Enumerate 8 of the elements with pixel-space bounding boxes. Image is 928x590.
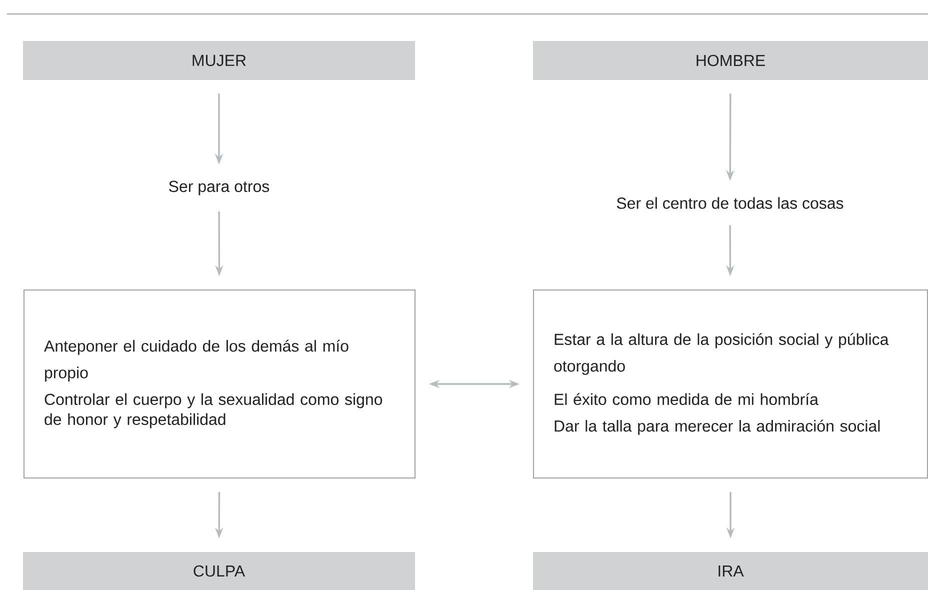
flow-text: Ser para otros: [169, 180, 270, 196]
text-box: Anteponer el cuidado de los demás al mío propio Controlar el cuerpo y la sexualidad como signo de honor y respetabilidad: [23, 289, 416, 479]
header-bar: IRA: [533, 552, 928, 590]
header-bar: CULPA: [23, 552, 415, 590]
header-bar: HOMBRE: [533, 41, 928, 80]
text-box: Estar a la altura de la posición social y pública otorgando El éxito como medida de mi hombría Dar la talla para merecer la admiración social: [532, 289, 928, 479]
header-bar: MUJER: [23, 41, 415, 80]
flow-text: Ser el centro de todas las cosas: [616, 197, 844, 209]
